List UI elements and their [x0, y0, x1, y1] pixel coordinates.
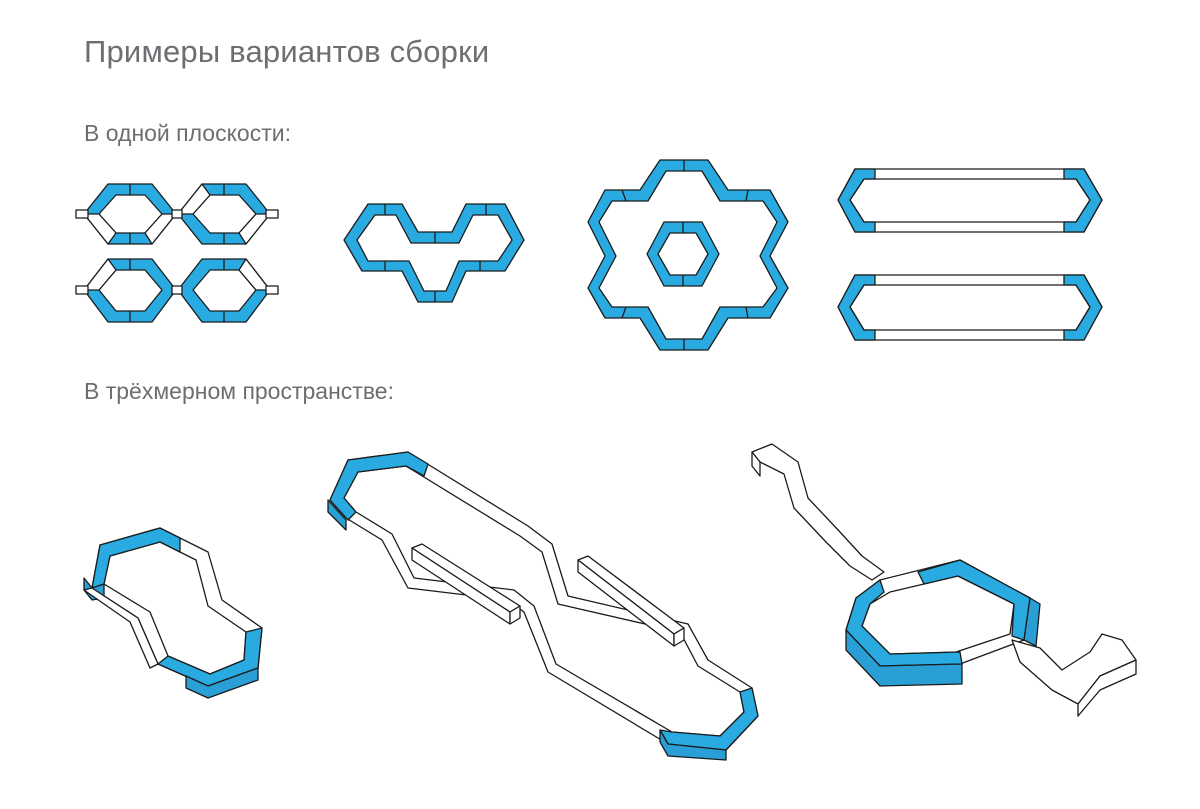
- flat-double-hexagon-chain: [343, 203, 525, 303]
- flat-four-hexagon-grid: [75, 183, 279, 323]
- spatial-hexagon-with-arms: [751, 443, 1137, 717]
- spatial-assembly-heading: В трёхмерном пространстве:: [84, 378, 394, 404]
- page-title: Примеры вариантов сборки: [84, 34, 490, 69]
- spatial-long-loop-with-bars: [327, 451, 759, 761]
- spatial-twisted-loop: [83, 527, 263, 699]
- flat-assembly-heading: В одной плоскости:: [84, 120, 291, 146]
- flat-stretched-loops: [837, 168, 1103, 341]
- flat-flower-with-inner-hexagon: [587, 159, 789, 351]
